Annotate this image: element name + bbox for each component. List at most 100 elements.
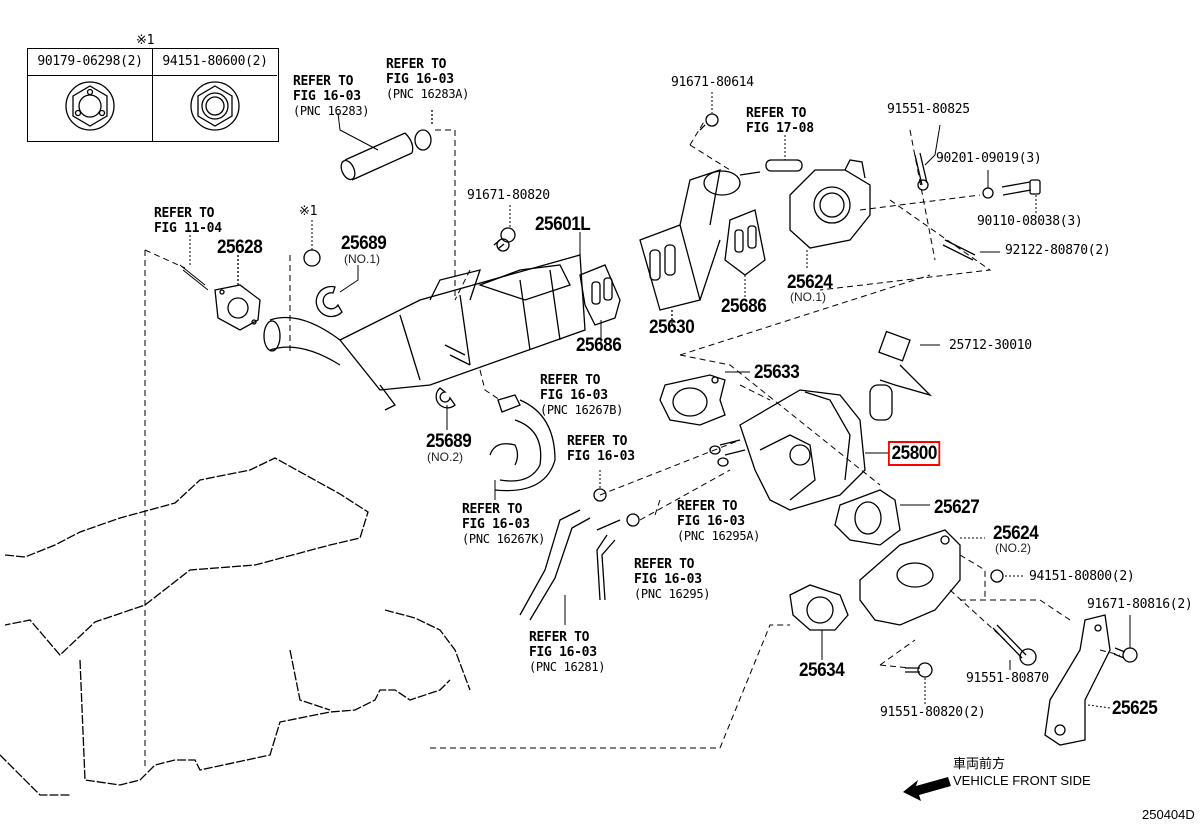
refer-line: REFER TO	[462, 502, 523, 517]
refer-fig-17-08[interactable]: REFER TO FIG 17-08	[746, 106, 814, 136]
legend-part-number[interactable]: 94151-80600(2)	[153, 49, 277, 76]
part-label-25633[interactable]: 25633	[754, 362, 800, 383]
refer-line: REFER TO	[634, 557, 695, 572]
bolt-91671-80820-drawing	[493, 205, 516, 250]
gasket-25686-b-drawing	[724, 209, 766, 298]
bolt-91671-80816-drawing	[1113, 615, 1138, 663]
part-label-94151-80800[interactable]: 94151-80800(2)	[1029, 569, 1135, 584]
legend-part-number[interactable]: 90179-06298(2)	[28, 49, 152, 76]
part-label-25712-30010[interactable]: 25712-30010	[949, 338, 1032, 353]
part-label-25689-no1[interactable]: 25689	[341, 233, 387, 254]
bolt-90110-drawing	[1001, 179, 1041, 215]
refer-figure: FIG 11-04	[154, 221, 222, 236]
part-label-25686-b[interactable]: 25686	[721, 296, 767, 317]
fastener-legend-table: 90179-06298(2) 94151-80600(2)	[27, 48, 279, 142]
arrow-left-down-icon	[903, 777, 951, 801]
part-label-25624-no2[interactable]: 25624	[993, 523, 1039, 544]
part-label-25625[interactable]: 25625	[1112, 698, 1158, 719]
bolt-91551-80820-drawing	[905, 662, 933, 705]
refer-pnc: (PNC 16281)	[529, 660, 606, 674]
refer-pnc: (PNC 16283A)	[386, 87, 470, 101]
refer-fig-11-04[interactable]: REFER TO FIG 11-04	[154, 206, 222, 236]
part-label-91551-80825[interactable]: 91551-80825	[887, 102, 970, 117]
bolt-91671-80614-drawing	[699, 92, 719, 131]
refer-fig-16-03-pnc-16267k[interactable]: REFER TO FIG 16-03 (PNC 16267K)	[462, 502, 545, 547]
refer-figure: FIG 16-03	[677, 514, 745, 529]
pipe-17-08-drawing	[765, 135, 803, 172]
refer-figure: FIG 17-08	[746, 121, 814, 136]
refer-line: REFER TO	[293, 74, 354, 89]
refer-line: REFER TO	[386, 57, 447, 72]
part-label-91671-80614[interactable]: 91671-80614	[671, 75, 754, 90]
vehicle-front-label: VEHICLE FRONT SIDE	[953, 773, 1091, 788]
part-label-91671-80816[interactable]: 91671-80816(2)	[1087, 597, 1193, 612]
gasket-25628-drawing	[179, 235, 261, 331]
sensor-25712-drawing	[869, 330, 940, 421]
refer-figure: FIG 16-03	[634, 572, 702, 587]
egr-valve-25800-drawing	[709, 389, 888, 511]
part-label-25800-highlighted[interactable]: 25800	[888, 441, 941, 466]
part-label-25601l[interactable]: 25601L	[535, 214, 591, 235]
figure-code: 250404D	[1142, 807, 1195, 822]
refer-fig-16-03-pnc-16283[interactable]: REFER TO FIG 16-03 (PNC 16283)	[293, 74, 369, 119]
part-label-90110-08038[interactable]: 90110-08038(3)	[977, 214, 1083, 229]
stud-92122-drawing	[942, 239, 1000, 261]
refer-pnc: (PNC 16267B)	[540, 403, 624, 417]
refer-figure: FIG 16-03	[386, 72, 454, 87]
hex-nut-slotted-icon	[65, 81, 115, 131]
hex-nut-icon	[190, 81, 240, 131]
egr-cooler-drawing	[263, 232, 586, 411]
part-label-25689-no2[interactable]: 25689	[426, 431, 472, 452]
water-hoses-drawing	[489, 394, 640, 625]
gasket-25634-drawing	[789, 584, 849, 660]
clip-25689-no2-drawing	[435, 387, 456, 430]
gasket-25633-drawing	[659, 371, 750, 426]
part-sub-no2: (NO.2)	[995, 541, 1031, 555]
part-sub-no1: (NO.1)	[344, 252, 380, 266]
refer-fig-16-03-pnc-16295a[interactable]: REFER TO FIG 16-03 (PNC 16295A)	[677, 499, 760, 544]
assembly-lines	[144, 119, 1121, 770]
refer-fig-16-03-pnc-16295[interactable]: REFER TO FIG 16-03 (PNC 16295)	[634, 557, 710, 602]
part-label-92122-80870[interactable]: 92122-80870(2)	[1005, 243, 1111, 258]
gasket-25686-a-drawing	[579, 264, 621, 345]
part-label-91671-80820[interactable]: 91671-80820	[467, 188, 550, 203]
part-sub-no1: (NO.1)	[790, 290, 826, 304]
refer-figure: FIG 16-03	[567, 449, 635, 464]
refer-fig-16-03[interactable]: REFER TO FIG 16-03	[567, 434, 635, 464]
nut-clip-drawing	[303, 220, 359, 318]
part-label-90201-09019[interactable]: 90201-09019(3)	[936, 151, 1042, 166]
refer-line: REFER TO	[540, 373, 601, 388]
part-label-25624-no1[interactable]: 25624	[787, 272, 833, 293]
refer-fig-16-03-pnc-16283a[interactable]: REFER TO FIG 16-03 (PNC 16283A)	[386, 57, 469, 102]
part-label-25628[interactable]: 25628	[217, 237, 263, 258]
refer-line: REFER TO	[746, 106, 807, 121]
refer-figure: FIG 16-03	[462, 517, 530, 532]
connector-25624-no1-drawing	[789, 159, 871, 268]
legend-marker: ※1	[136, 33, 155, 48]
bolt-91551-80870-drawing	[992, 624, 1037, 670]
bracket-25625-drawing	[1044, 614, 1111, 746]
refer-fig-16-03-pnc-16281[interactable]: REFER TO FIG 16-03 (PNC 16281)	[529, 630, 605, 675]
refer-pnc: (PNC 16295A)	[677, 529, 761, 543]
part-label-25634[interactable]: 25634	[799, 660, 845, 681]
refer-pnc: (PNC 16295)	[634, 587, 711, 601]
part-label-25686-a[interactable]: 25686	[576, 335, 622, 356]
part-label-91551-80870[interactable]: 91551-80870	[966, 671, 1049, 686]
refer-fig-16-03-pnc-16267b[interactable]: REFER TO FIG 16-03 (PNC 16267B)	[540, 373, 623, 418]
vehicle-front-jp: 車両前方	[953, 756, 1006, 771]
connector-25624-no2-drawing	[859, 529, 985, 626]
refer-line: REFER TO	[529, 630, 590, 645]
refer-line: REFER TO	[567, 434, 628, 449]
engine-block-outline	[0, 457, 471, 796]
legend-cell-1: 90179-06298(2)	[28, 49, 153, 141]
nut-94151-80800-drawing	[990, 569, 1025, 583]
part-label-91551-80820[interactable]: 91551-80820(2)	[880, 705, 986, 720]
part-label-25627[interactable]: 25627	[934, 497, 980, 518]
refer-pnc: (PNC 16283)	[293, 104, 370, 118]
part-label-25630[interactable]: 25630	[649, 317, 695, 338]
legend-cell-2: 94151-80600(2)	[153, 49, 277, 141]
refer-line: REFER TO	[677, 499, 738, 514]
refer-pnc: (PNC 16267K)	[462, 532, 546, 546]
egr-pipe-25630-drawing	[639, 169, 761, 325]
